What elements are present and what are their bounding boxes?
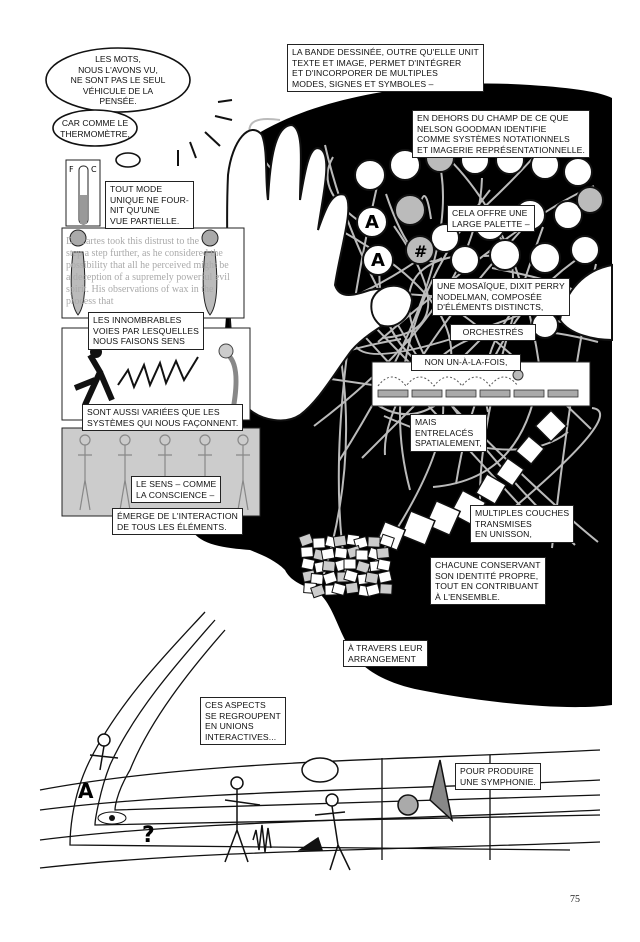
mini-panel [343, 558, 357, 570]
mini-panel [495, 457, 525, 487]
mini-panel [320, 547, 336, 561]
letter-a-symbol: A [371, 250, 385, 271]
caption-mosaique: Une mosaïque, dixit Perry Nodelman, comp… [432, 278, 570, 316]
symbol-circle [576, 186, 604, 214]
symbol-circle [354, 159, 386, 191]
caption-tout-mode: Tout mode unique ne four- nit qu'une vue… [105, 181, 194, 230]
symbol-circle [553, 200, 583, 230]
caption-innombrables: Les innombrables voies par lesquelles no… [88, 312, 204, 350]
emphasis-lines [177, 99, 233, 166]
mini-panel [400, 510, 436, 546]
caption-bande-dessinee: La bande dessinée, outre qu'elle unit te… [287, 44, 484, 93]
symbol-circle [450, 245, 480, 275]
symbol-circle [563, 157, 593, 187]
thermometer-f-label: F [69, 165, 74, 174]
sequence-panel [371, 361, 591, 407]
thermometer-c-label: C [91, 165, 97, 174]
mini-panel [365, 583, 381, 597]
mini-panel [376, 558, 392, 572]
mini-panel [424, 499, 462, 537]
page-number: 75 [570, 894, 580, 905]
mini-panel [355, 549, 369, 561]
mini-panel [298, 532, 314, 548]
mini-panel [331, 582, 347, 596]
hash-symbol: # [414, 242, 427, 261]
mini-panel [322, 570, 338, 586]
caption-le-sens: Le sens – comme la conscience – [131, 476, 222, 504]
caption-ces-aspects: Ces aspects se regroupent en unions inte… [200, 697, 286, 746]
symbol-circle [356, 206, 388, 238]
staff-symbols [89, 733, 454, 871]
mini-panel [344, 581, 360, 595]
caption-a-travers: À travers leur arrangement [343, 640, 428, 668]
question-mark-symbol: ? [142, 823, 155, 848]
letter-a-symbol: A [78, 779, 94, 803]
caption-emerge: Émerge de l'interaction de tous les élém… [112, 508, 243, 536]
mini-panel [332, 534, 348, 548]
symbol-circle [405, 235, 435, 265]
mini-panel [333, 546, 349, 560]
hand-illustration [226, 123, 407, 422]
mini-panel [343, 568, 359, 584]
caption-cela-offre: Cela offre une large palette – [447, 205, 535, 233]
mini-panel [514, 434, 546, 466]
mini-panel [379, 533, 395, 549]
symbol-circle [529, 242, 561, 274]
symbol-circle [570, 235, 600, 265]
letter-a-symbol: A [365, 212, 379, 233]
mini-panel [321, 559, 337, 573]
mini-panel [379, 583, 393, 595]
mini-panel [377, 570, 393, 584]
comic-panel-stream [298, 409, 568, 599]
caption-non-un-a-la-fois: Non un-à-la-fois, [411, 354, 521, 371]
caption-chacune: Chacune conservant son identité propre, … [430, 557, 546, 606]
caption-multiples-couches: Multiples couches transmises en unisson, [470, 505, 575, 543]
caption-pour-produire: Pour produire une symphonie. [455, 763, 541, 791]
symbol-circle [489, 239, 521, 271]
caption-mais-entrelaces: Mais entrelacés spatialement, [410, 414, 487, 452]
symbol-circle [394, 194, 426, 226]
caption-sont-aussi: Sont aussi variées que les systèmes qui … [82, 404, 244, 432]
left-finger [370, 284, 414, 328]
symbol-circle [362, 244, 394, 276]
mini-panel [367, 536, 381, 548]
thought-cloud [45, 47, 191, 168]
anatomy-figures [78, 434, 250, 511]
thought-bubble-thermometer: Car comme le thermomètre, [60, 118, 130, 139]
mini-panel [376, 546, 390, 560]
mini-panel [474, 472, 508, 506]
background-text: Descartes took this distrust to the step… [66, 236, 230, 307]
caption-orchestres: Orchestrés [450, 324, 536, 341]
symbol-circles: AA # [354, 143, 604, 339]
mini-panel [300, 557, 316, 571]
mini-panel [534, 409, 568, 443]
mini-panel [364, 571, 380, 585]
caption-en-dehors: En dehors du champ de ce que Nelson Good… [412, 110, 590, 159]
mini-panel [300, 546, 314, 558]
mini-panel [355, 559, 371, 575]
mini-panel [310, 583, 326, 599]
thought-bubble-words: Les mots, nous l'avons vu, ne sont pas l… [70, 54, 166, 107]
mini-panel [312, 537, 326, 549]
